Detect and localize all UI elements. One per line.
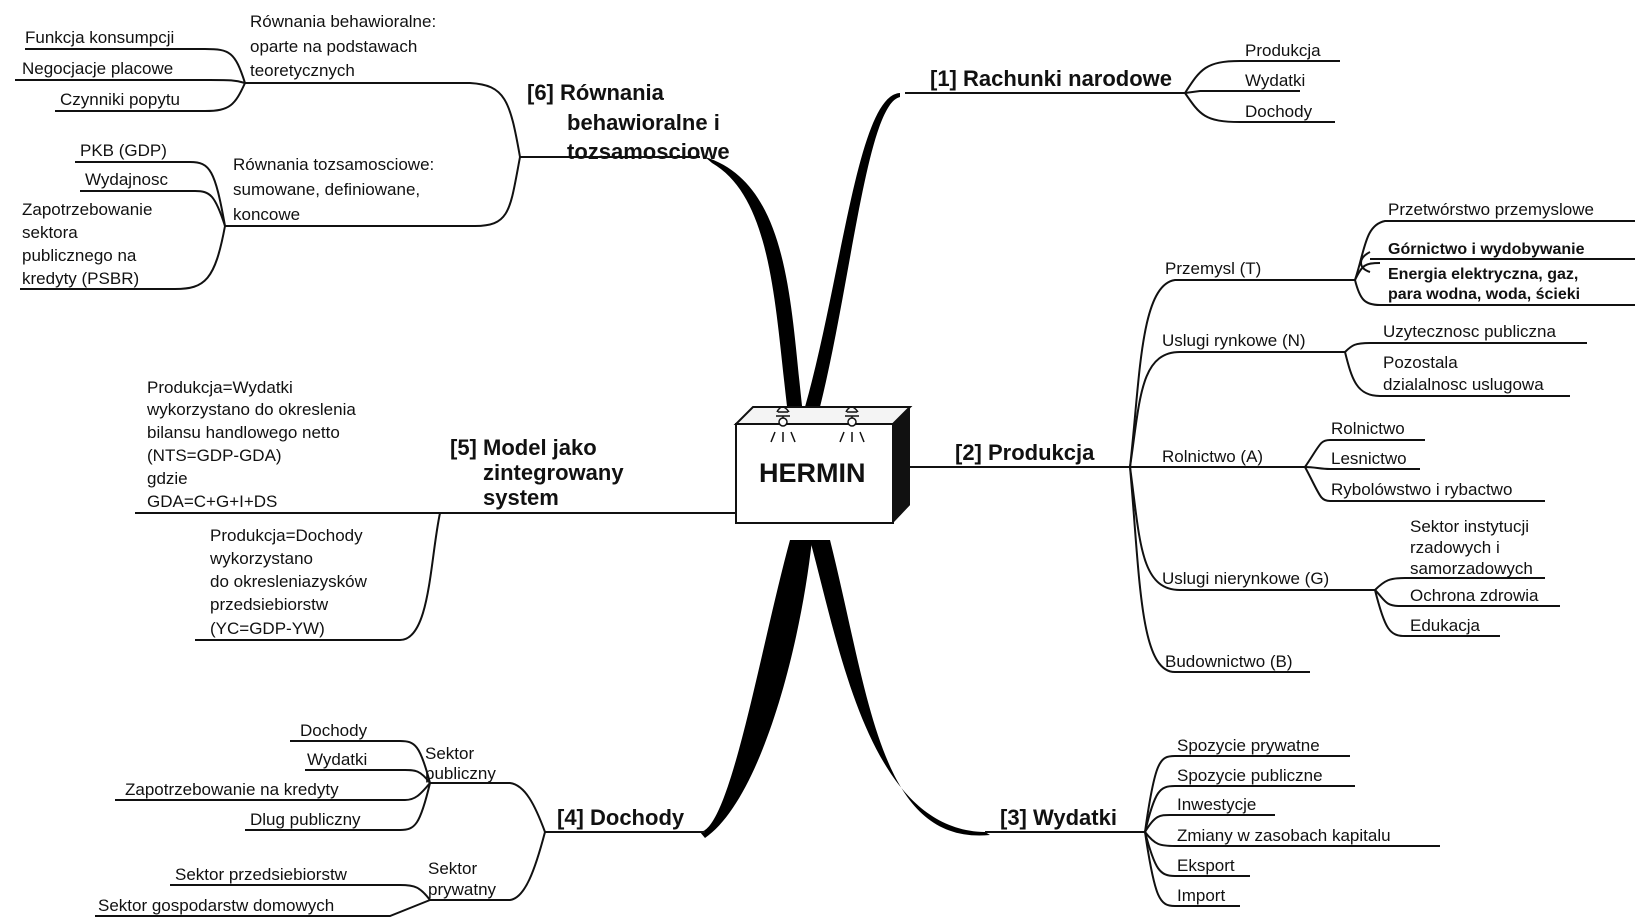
branch-production: [2] Produkcja Przemysl (T) Przetwórstwo … (955, 200, 1594, 671)
nonmarket-item-education: Edukacja (1410, 616, 1480, 635)
branch-3-trunk (810, 540, 990, 836)
industry-item-manufacturing: Przetwórstwo przemyslowe (1388, 200, 1594, 219)
equations-title-line1: [6] Równania (527, 80, 665, 105)
behavioral-item-wages: Negocjacje placowe (22, 59, 173, 78)
lamp-icon (770, 406, 865, 443)
behavioral-label-line3: teoretycznych (250, 61, 355, 80)
connector-lines (15, 48, 1635, 917)
construction-label: Budownictwo (B) (1165, 652, 1293, 671)
item-produkcja: Produkcja (1245, 41, 1321, 60)
identity-item-psbr-line4: kredyty (PSBR) (22, 269, 139, 288)
note1-line4: (NTS=GDP-GDA) (147, 446, 282, 465)
national-accounts-title: [1] Rachunki narodowe (930, 66, 1172, 91)
industry-label: Przemysl (T) (1165, 259, 1261, 278)
market-services-item-other-line1: Pozostala (1383, 353, 1458, 372)
behavioral-item-consumption: Funkcja konsumpcji (25, 28, 174, 47)
hermin-center: HERMIN (733, 406, 913, 524)
industry-item-energy-line1: Energia elektryczna, gaz, (1388, 266, 1578, 283)
model-title-line2: zintegrowany (483, 460, 624, 485)
item-wydatki: Wydatki (1245, 71, 1305, 90)
branch-4-trunk (700, 540, 812, 838)
equations-title-line3: tozsamosciowe (567, 139, 730, 164)
public-sector-label-line2: publiczny (425, 764, 496, 783)
nonmarket-item-government-line3: samorzadowych (1410, 559, 1533, 578)
note1-line6: GDA=C+G+I+DS (147, 492, 277, 511)
note2-line2: wykorzystano (209, 549, 313, 568)
market-services-item-utilities: Uzytecznosc publiczna (1383, 322, 1556, 341)
equations-title-line2: behawioralne i (567, 110, 720, 135)
nonmarket-item-government-line2: rzadowych i (1410, 538, 1500, 557)
note1-line2: wykorzystano do okreslenia (146, 400, 356, 419)
expenditure-item-investment: Inwestycje (1177, 795, 1256, 814)
identity-item-psbr-line1: Zapotrzebowanie (22, 200, 152, 219)
model-title-line1: [5] Model jako (450, 435, 597, 460)
public-sector-label-line1: Sektor (425, 744, 474, 763)
market-services-item-other-line2: dzialalnosc uslugowa (1383, 375, 1544, 394)
branch-6-trunk (705, 157, 805, 430)
note2-line1: Produkcja=Dochody (210, 526, 363, 545)
note1-line5: gdzie (147, 469, 188, 488)
branch-expenditure: [3] Wydatki Spozycie prywatne Spozycie p… (1000, 736, 1391, 905)
identity-label-line2: sumowane, definiowane, (233, 180, 420, 199)
identity-item-productivity: Wydajnosc (85, 170, 168, 189)
nonmarket-item-government-line1: Sektor instytucji (1410, 517, 1529, 536)
branch-integrated-model: [5] Model jako zintegrowany system Produ… (146, 378, 624, 638)
agriculture-item-fishing: Rybolówstwo i rybactwo (1331, 480, 1512, 499)
nonmarket-item-health: Ochrona zdrowia (1410, 586, 1539, 605)
industry-item-energy-line2: para wodna, woda, ścieki (1388, 286, 1580, 303)
private-sector-label-line2: prywatny (428, 880, 497, 899)
note2-line5: (YC=GDP-YW) (210, 619, 325, 638)
note1-line1: Produkcja=Wydatki (147, 378, 293, 397)
industry-item-mining: Górnictwo i wydobywanie (1388, 241, 1585, 258)
private-item-households: Sektor gospodarstw domowych (98, 896, 334, 915)
agriculture-item-farming: Rolnictwo (1331, 419, 1405, 438)
expenditure-item-export: Eksport (1177, 856, 1235, 875)
behavioral-label-line2: oparte na podstawach (250, 37, 417, 56)
identity-item-psbr-line2: sektora (22, 223, 78, 242)
expenditure-title: [3] Wydatki (1000, 805, 1117, 830)
income-title: [4] Dochody (557, 805, 685, 830)
branch-1-trunk (798, 93, 900, 430)
expenditure-item-public-consumption: Spozycie publiczne (1177, 766, 1323, 785)
nonmarket-services-label: Uslugi nierynkowe (G) (1162, 569, 1329, 588)
agriculture-item-forestry: Lesnictwo (1331, 449, 1407, 468)
main-branches (700, 93, 990, 838)
branch-national-accounts: [1] Rachunki narodowe Produkcja Wydatki … (930, 41, 1321, 121)
note2-line4: przedsiebiorstw (210, 595, 329, 614)
public-item-borrowing: Zapotrzebowanie na kredyty (125, 780, 339, 799)
expenditure-item-inventory-change: Zmiany w zasobach kapitalu (1177, 826, 1391, 845)
identity-label-line3: koncowe (233, 205, 300, 224)
identity-item-gdp: PKB (GDP) (80, 141, 167, 160)
identity-item-psbr-line3: publicznego na (22, 246, 137, 265)
expenditure-item-import: Import (1177, 886, 1225, 905)
model-title-line3: system (483, 485, 559, 510)
behavioral-label-line1: Równania behawioralne: (250, 12, 436, 31)
hermin-label: HERMIN (759, 458, 866, 488)
behavioral-item-demand: Czynniki popytu (60, 90, 180, 109)
private-sector-label-line1: Sektor (428, 859, 477, 878)
production-title: [2] Produkcja (955, 440, 1095, 465)
branch-equations: [6] Równania behawioralne i tozsamosciow… (22, 12, 730, 288)
public-item-debt: Dlug publiczny (250, 810, 361, 829)
agriculture-label: Rolnictwo (A) (1162, 447, 1263, 466)
market-services-label: Uslugi rynkowe (N) (1162, 331, 1306, 350)
public-item-spending: Wydatki (307, 750, 367, 769)
identity-label-line1: Równania tozsamosciowe: (233, 155, 434, 174)
note1-line3: bilansu handlowego netto (147, 423, 340, 442)
expenditure-item-private-consumption: Spozycie prywatne (1177, 736, 1320, 755)
private-item-enterprises: Sektor przedsiebiorstw (175, 865, 348, 884)
item-dochody: Dochody (1245, 102, 1313, 121)
note2-line3: do okresleniazysków (210, 572, 368, 591)
public-item-revenue: Dochody (300, 721, 368, 740)
branch-income: [4] Dochody Sektor publiczny Dochody Wyd… (98, 721, 685, 915)
